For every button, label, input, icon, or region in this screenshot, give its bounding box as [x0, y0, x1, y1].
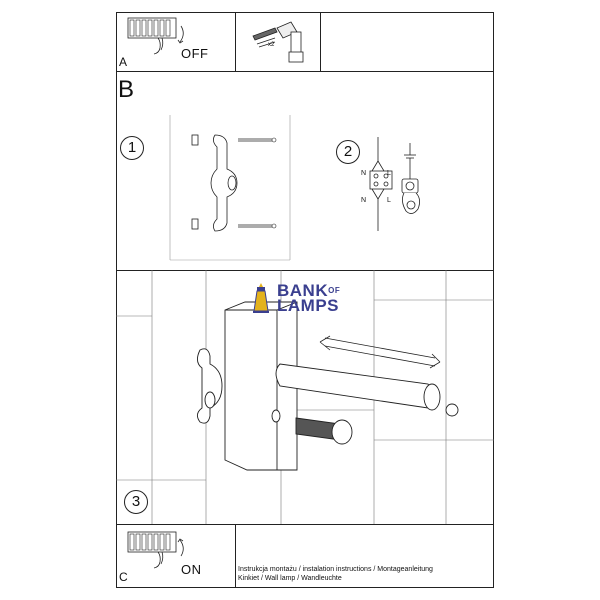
- wall-lamp-drawing: [197, 301, 459, 471]
- watermark-line1: BANK: [277, 281, 329, 300]
- footer-divider: [235, 524, 236, 588]
- footer-line-1: Instrukcja montażu / instalation instruc…: [238, 566, 433, 573]
- watermark-logo: BANKOF LAMPS: [248, 282, 340, 314]
- section-c-letter: C: [119, 570, 128, 584]
- x2-label: x2: [268, 42, 275, 48]
- wiring-diagram: [369, 137, 420, 231]
- footer-line-2: Kinkiet / Wall lamp / Wandleuchte: [238, 575, 342, 582]
- step-1-number: 1: [120, 136, 144, 160]
- section-a-letter: A: [119, 55, 128, 69]
- watermark-of: OF: [328, 286, 341, 295]
- section-b-letter: B: [118, 76, 135, 103]
- off-label: OFF: [181, 46, 209, 61]
- lighthouse-icon: [253, 283, 269, 313]
- drill-icon: [252, 21, 304, 63]
- section-a-divider: [116, 71, 494, 72]
- section-tools-vertical-divider: [320, 12, 321, 71]
- step3-panel-bottom: [116, 524, 494, 525]
- step-2-number: 2: [336, 140, 360, 164]
- wire-l-top: L: [387, 170, 391, 177]
- wire-l-bottom: L: [387, 197, 391, 204]
- watermark-line2: LAMPS: [277, 296, 339, 315]
- watermark-text: BANKOF LAMPS: [277, 281, 341, 315]
- step-3-number: 3: [124, 490, 148, 514]
- section-a-vertical-divider: [235, 12, 236, 71]
- breaker-panel-icon-on: [127, 531, 184, 569]
- mounting-bracket-drawing: [169, 115, 291, 261]
- wire-n-bottom: N: [361, 197, 367, 204]
- breaker-panel-icon: [127, 17, 184, 55]
- step3-panel-top: [116, 270, 494, 271]
- wire-n-top: N: [361, 170, 367, 177]
- on-label: ON: [181, 562, 202, 577]
